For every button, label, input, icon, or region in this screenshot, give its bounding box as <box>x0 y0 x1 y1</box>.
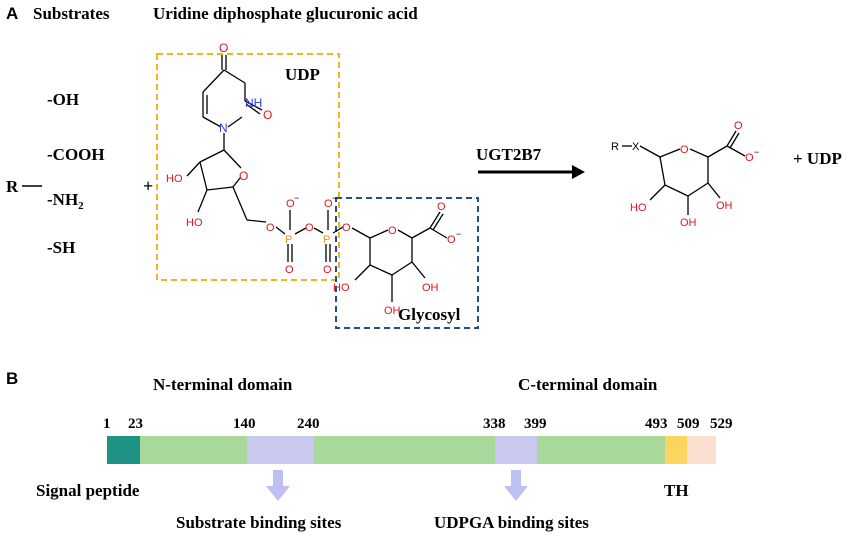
gluc-carbonyl-o: O <box>437 201 446 213</box>
pos-140: 140 <box>233 416 256 432</box>
gluc-carboxyl-neg: − <box>456 229 461 239</box>
pos-529: 529 <box>710 416 733 432</box>
group-nh-text: -NH <box>47 190 78 209</box>
uracil-o-top: O <box>219 41 228 55</box>
product-ring-o: O <box>680 144 689 156</box>
reaction-arrow-head <box>572 165 585 179</box>
phos-neg-1: − <box>294 193 299 203</box>
phos-o-bridge: O <box>305 222 314 234</box>
group-oh: -OH <box>47 90 79 109</box>
pos-509: 509 <box>677 416 700 432</box>
gluc-ring-o: O <box>388 225 397 237</box>
product-carboxyl-o: O <box>745 152 754 164</box>
substrate-sites-label: Substrate binding sites <box>176 513 342 532</box>
r-label: R <box>6 177 19 196</box>
udpga-down-arrow <box>504 470 528 501</box>
udpga-sites-label: UDPGA binding sites <box>434 513 589 532</box>
substrates-title: Substrates <box>33 4 110 23</box>
udp-box-label: UDP <box>285 65 320 84</box>
gluc-ho-left: HO <box>333 282 350 294</box>
gluc-oh-bottom: OH <box>384 305 401 317</box>
segment-signal-peptide <box>107 436 140 464</box>
pos-23: 23 <box>128 416 143 432</box>
ribose-ho-upper: HO <box>166 173 183 185</box>
phos-o-1: O <box>266 222 275 234</box>
segment-udpga-binding <box>495 436 537 464</box>
pos-493: 493 <box>645 416 668 432</box>
uracil-ring <box>202 55 263 150</box>
ribose-ring <box>186 149 267 223</box>
ribose-ho-lower: HO <box>186 217 203 229</box>
ribose-o: O <box>239 169 248 183</box>
group-sh: -SH <box>47 238 75 257</box>
nh2-subscript: 2 <box>78 200 84 212</box>
phos-p-2: P <box>323 234 330 246</box>
substrate-down-arrow <box>266 470 290 501</box>
udp-box <box>156 53 340 281</box>
phos-o-2: O <box>342 222 351 234</box>
pos-1: 1 <box>103 416 111 432</box>
panel-b-letter: B <box>6 369 18 388</box>
signal-peptide-label: Signal peptide <box>36 481 140 500</box>
uracil-o-right: O <box>263 108 272 122</box>
segment-th <box>665 436 687 464</box>
product-x: X <box>632 141 640 153</box>
th-label: TH <box>664 481 689 500</box>
segment-mid-body <box>314 436 495 464</box>
udpga-title: Uridine diphosphate glucuronic acid <box>153 4 418 23</box>
gluc-oh-right: OH <box>422 282 439 294</box>
gluc-carboxyl-o: O <box>447 234 456 246</box>
glycosyl-box-label: Glycosyl <box>398 305 461 324</box>
phos-o-bottom-1: O <box>285 264 294 276</box>
enzyme-label: UGT2B7 <box>476 145 542 164</box>
plus-sign: + <box>143 176 153 196</box>
phos-o-top-2: O <box>324 198 333 210</box>
phos-p-1: P <box>285 234 292 246</box>
uracil-n: N <box>219 121 228 135</box>
phos-neg-2: − <box>332 193 337 203</box>
n-terminal-label: N-terminal domain <box>153 375 293 394</box>
segment-n-body <box>140 436 247 464</box>
phosphate-chain <box>275 210 344 262</box>
segment-substrate-binding <box>247 436 314 464</box>
product-ho-left: HO <box>630 202 647 214</box>
product-oh-bottom: OH <box>680 217 697 229</box>
segment-c-body <box>537 436 665 464</box>
phos-o-top-1: O <box>286 198 295 210</box>
phos-o-bottom-2: O <box>323 264 332 276</box>
glycosyl-box <box>335 197 479 329</box>
product-oh-right: OH <box>716 200 733 212</box>
group-nh2: -NH2 <box>47 190 84 212</box>
group-cooh: -COOH <box>47 145 105 164</box>
pos-338: 338 <box>483 416 506 432</box>
c-terminal-label: C-terminal domain <box>518 375 658 394</box>
segment-tail <box>687 436 716 464</box>
uracil-nh: NH <box>245 96 262 110</box>
product-carbonyl-o: O <box>734 120 743 132</box>
product-plus-udp: + UDP <box>793 149 842 168</box>
product-ring <box>622 130 746 215</box>
pos-399: 399 <box>524 416 547 432</box>
pos-240: 240 <box>297 416 320 432</box>
product-r: R <box>611 141 619 153</box>
panel-a-letter: A <box>6 4 18 23</box>
product-carboxyl-neg: − <box>754 147 759 157</box>
glucuronate-ring <box>351 211 448 302</box>
